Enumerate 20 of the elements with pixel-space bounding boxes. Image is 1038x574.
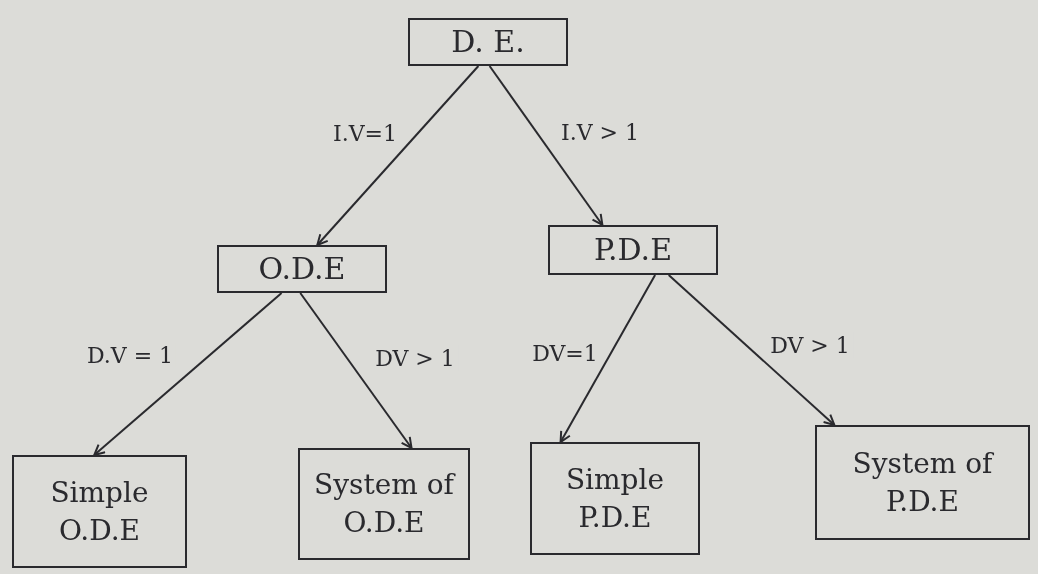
node-label: System of O.D.E — [313, 467, 457, 541]
arrow — [559, 274, 657, 443]
process-box — [548, 225, 718, 275]
node-label: Simple O.D.E — [49, 474, 150, 549]
node-label: System of P.D.E — [851, 445, 995, 520]
node-label: P.D.E — [593, 230, 673, 269]
process-box — [408, 18, 568, 66]
process-box — [815, 425, 1030, 540]
arrow — [93, 292, 283, 456]
process-box — [298, 448, 470, 560]
arrow — [316, 65, 480, 246]
process-box — [530, 442, 700, 555]
arrow — [488, 65, 604, 226]
process-box — [12, 455, 187, 568]
arrow — [299, 292, 413, 449]
node-label: D. E. — [451, 22, 525, 61]
process-box — [217, 245, 387, 293]
node-label: O.D.E — [258, 249, 346, 288]
arrow — [667, 274, 836, 426]
node-label: Simple P.D.E — [564, 461, 666, 536]
